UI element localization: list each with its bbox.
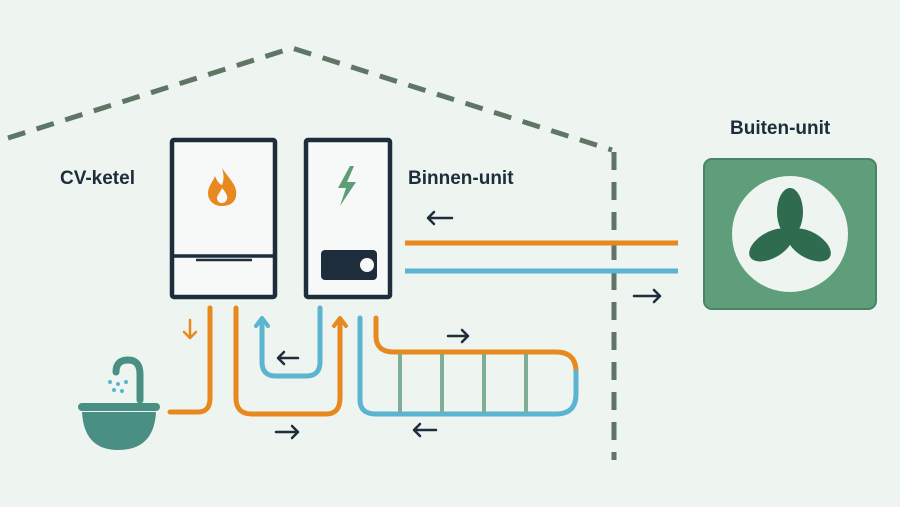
arrow-up-icon (254, 316, 348, 328)
fan-icon (749, 188, 831, 262)
arrow-right-icon (632, 288, 662, 304)
pipe-blue-u (259, 305, 323, 379)
buiten-unit (703, 158, 877, 310)
buiten-unit-label: Buiten-unit (730, 118, 831, 139)
lightning-icon (338, 166, 356, 206)
house-roof (7, 45, 613, 153)
pipe-blue-loop (357, 315, 579, 417)
floor-piping (167, 305, 579, 417)
faucet-icon (112, 356, 144, 404)
arrow-down-icon (182, 318, 198, 340)
binnen-unit-label: Binnen-unit (408, 168, 514, 189)
control-display (321, 250, 377, 280)
pipe-orange-loop (373, 315, 579, 375)
arrow-left-icon (276, 350, 300, 366)
pipe-orange-u (233, 305, 343, 417)
radiator-rungs (398, 354, 528, 412)
arrow-left-icon (426, 210, 454, 226)
house-outline (7, 45, 617, 460)
flow-arrows (274, 210, 662, 440)
cv-ketel-unit (169, 137, 278, 300)
binnen-unit (303, 137, 393, 300)
cv-ketel-label: CV-ketel (60, 168, 135, 189)
arrow-left-icon (412, 422, 438, 438)
flame-icon (208, 168, 237, 206)
sink-icon (78, 356, 160, 450)
arrow-right-icon (274, 424, 300, 440)
pipe-to-sink (167, 305, 213, 415)
arrow-right-icon (446, 328, 470, 344)
